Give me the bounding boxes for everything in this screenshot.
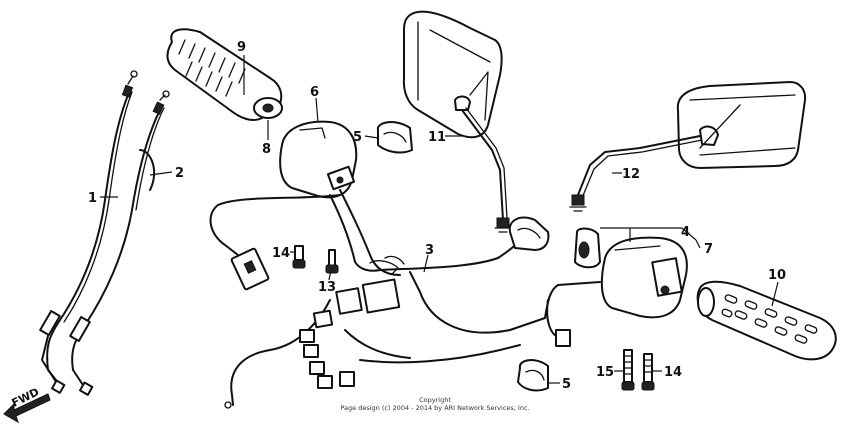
throttle-cable-1[interactable] [39, 70, 138, 394]
callout-2: 2 [175, 166, 184, 181]
callout-labels: 1 2 3 4 5 5 6 7 8 9 10 11 12 13 14 14 15 [88, 40, 786, 392]
right-grip-10[interactable] [696, 280, 837, 361]
callout-3: 3 [425, 243, 434, 258]
callout-14-right: 14 [664, 365, 682, 380]
clip-5-lower[interactable] [517, 359, 549, 392]
left-switch-housing-6[interactable] [279, 120, 358, 199]
wire-harness-3[interactable] [209, 189, 601, 409]
copyright-heading: Copyright [419, 396, 451, 404]
right-mirror-12[interactable] [569, 81, 807, 212]
right-switch-housing-7[interactable] [600, 236, 688, 319]
forward-direction-arrow: FWD [3, 385, 51, 424]
copyright-text: Page design (c) 2004 - 2014 by ARI Netwo… [340, 404, 530, 412]
callout-8: 8 [262, 142, 271, 157]
throttle-cable-2[interactable] [69, 90, 170, 396]
callout-5-lower: 5 [562, 377, 571, 392]
callout-9: 9 [237, 40, 246, 55]
callout-7: 7 [704, 242, 713, 257]
callout-10: 10 [768, 268, 786, 283]
callout-5-upper: 5 [353, 130, 362, 145]
callout-11: 11 [428, 130, 446, 145]
leader-lines [100, 55, 779, 384]
clip-5-upper[interactable] [376, 121, 413, 154]
callout-1: 1 [88, 191, 97, 206]
screw-14-right[interactable] [641, 353, 655, 391]
copyright-notice: Copyright Page design (c) 2004 - 2014 by… [300, 396, 570, 412]
screw-13[interactable] [325, 249, 339, 274]
callout-12: 12 [622, 167, 640, 182]
callout-6: 6 [310, 85, 319, 100]
screw-14-left[interactable] [292, 245, 306, 269]
left-mirror-11[interactable] [402, 10, 512, 233]
callout-15: 15 [596, 365, 614, 380]
callout-4: 4 [681, 225, 690, 240]
harness-clamp[interactable] [508, 216, 550, 251]
callout-14-left: 14 [272, 246, 290, 261]
left-grip-9[interactable] [166, 28, 283, 121]
screw-15[interactable] [621, 349, 635, 391]
callout-13: 13 [318, 280, 336, 295]
collar-4[interactable] [574, 227, 601, 269]
